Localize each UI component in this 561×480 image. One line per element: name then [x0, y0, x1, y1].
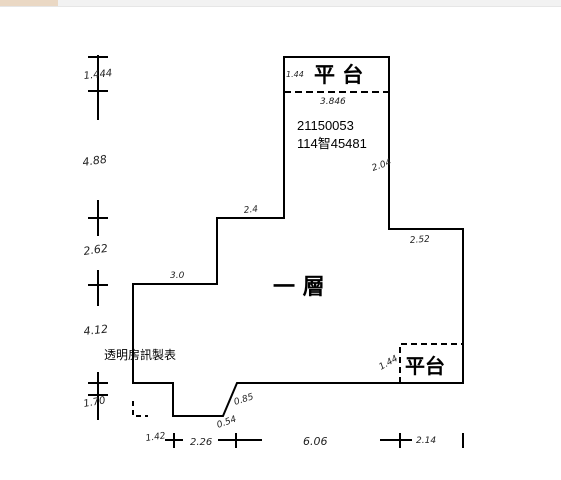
dim-bottom-1: 1.42	[145, 431, 167, 444]
corner-mark	[132, 401, 148, 417]
case-number-line2: 114智45481	[297, 136, 367, 151]
dim-left-1: 1.444	[83, 68, 113, 82]
dim-top-balcony-width: 3.846	[320, 97, 346, 107]
dim-top-balcony-left: 1.44	[286, 70, 304, 79]
dim-left-4: 4.12	[83, 322, 109, 337]
dim-bottom-4: 2.14	[416, 436, 436, 446]
floor-outline	[132, 56, 464, 417]
left-dimension-ruler	[88, 55, 108, 420]
balcony-top-label: 平 台	[314, 62, 363, 87]
balcony-right-label: 平台	[405, 354, 445, 378]
dim-left-2: 4.88	[82, 153, 108, 169]
dim-upper-step: 2.4	[243, 205, 259, 216]
floor-label: 一 層	[273, 274, 325, 300]
top-bar	[0, 0, 561, 7]
source-note: 透明房訊製表	[104, 347, 176, 362]
dim-notch-upper: 0.85	[233, 392, 255, 408]
dim-bottom-2: 2.26	[190, 437, 212, 448]
dim-bottom-3: 6.06	[303, 435, 328, 448]
dim-left-step: 3.0	[170, 271, 185, 281]
dim-right-balcony: 1.44	[378, 354, 401, 373]
top-bar-accent	[0, 0, 58, 6]
right-balcony-box	[399, 343, 463, 383]
dim-right-step: 2.52	[410, 235, 431, 246]
dim-left-5: 1.70	[83, 395, 107, 410]
dim-left-3: 2.62	[83, 242, 109, 258]
case-number-line1: 21150053	[297, 118, 354, 133]
bottom-dimension-ruler	[165, 433, 464, 448]
